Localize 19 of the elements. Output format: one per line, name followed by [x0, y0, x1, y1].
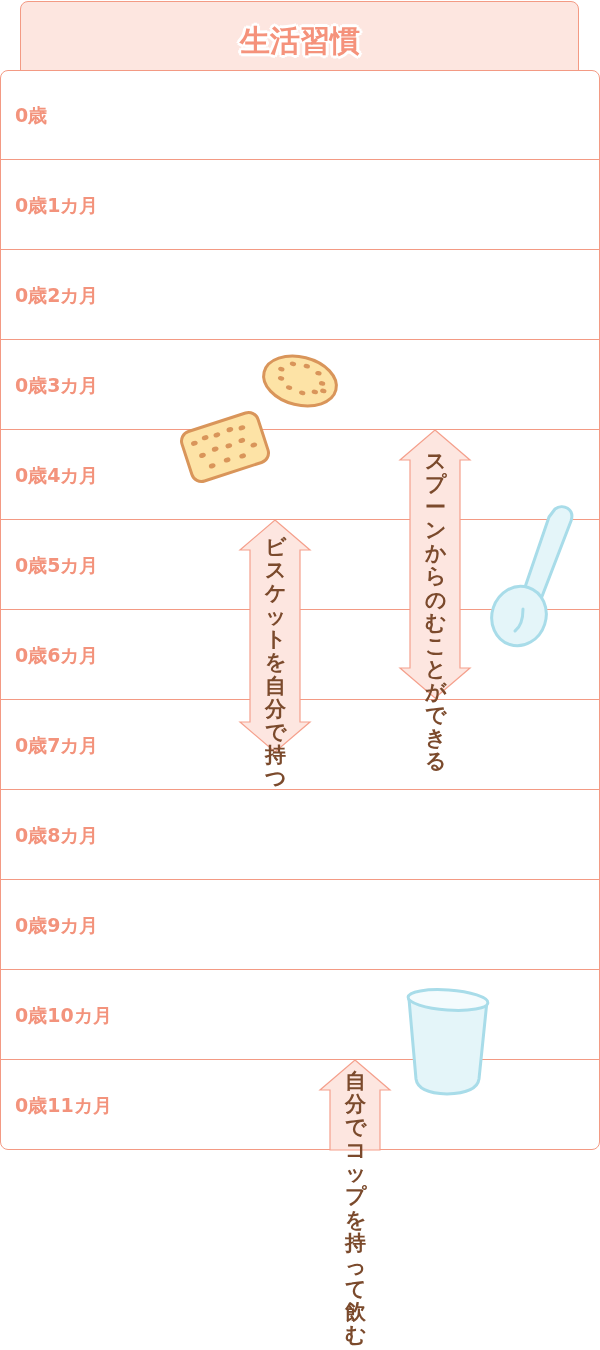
- age-label: 0歳9カ月: [15, 913, 99, 936]
- age-label: 0歳3カ月: [15, 373, 99, 396]
- age-label: 0歳7カ月: [15, 733, 99, 756]
- title: 生活習慣: [239, 23, 360, 57]
- range-arrow: [240, 520, 310, 790]
- age-label: 0歳10カ月: [15, 1003, 112, 1026]
- age-label: 0歳8カ月: [15, 823, 99, 846]
- range-arrow: [400, 430, 470, 773]
- age-label: 0歳2カ月: [15, 283, 99, 306]
- age-label: 0歳1カ月: [15, 193, 99, 216]
- arrow-label: ビスケットを自分で持つ: [264, 536, 286, 791]
- age-label: 0歳4カ月: [15, 463, 99, 486]
- arrow-label: スプーンからのむことができる: [424, 450, 446, 774]
- arrow-label: 自分でコップを持って飲む: [344, 1070, 366, 1348]
- age-label: 0歳5カ月: [15, 553, 99, 576]
- age-label: 0歳: [15, 103, 48, 127]
- age-label: 0歳11カ月: [15, 1093, 112, 1117]
- range-arrow: [320, 1060, 390, 1347]
- age-label: 0歳6カ月: [15, 643, 99, 666]
